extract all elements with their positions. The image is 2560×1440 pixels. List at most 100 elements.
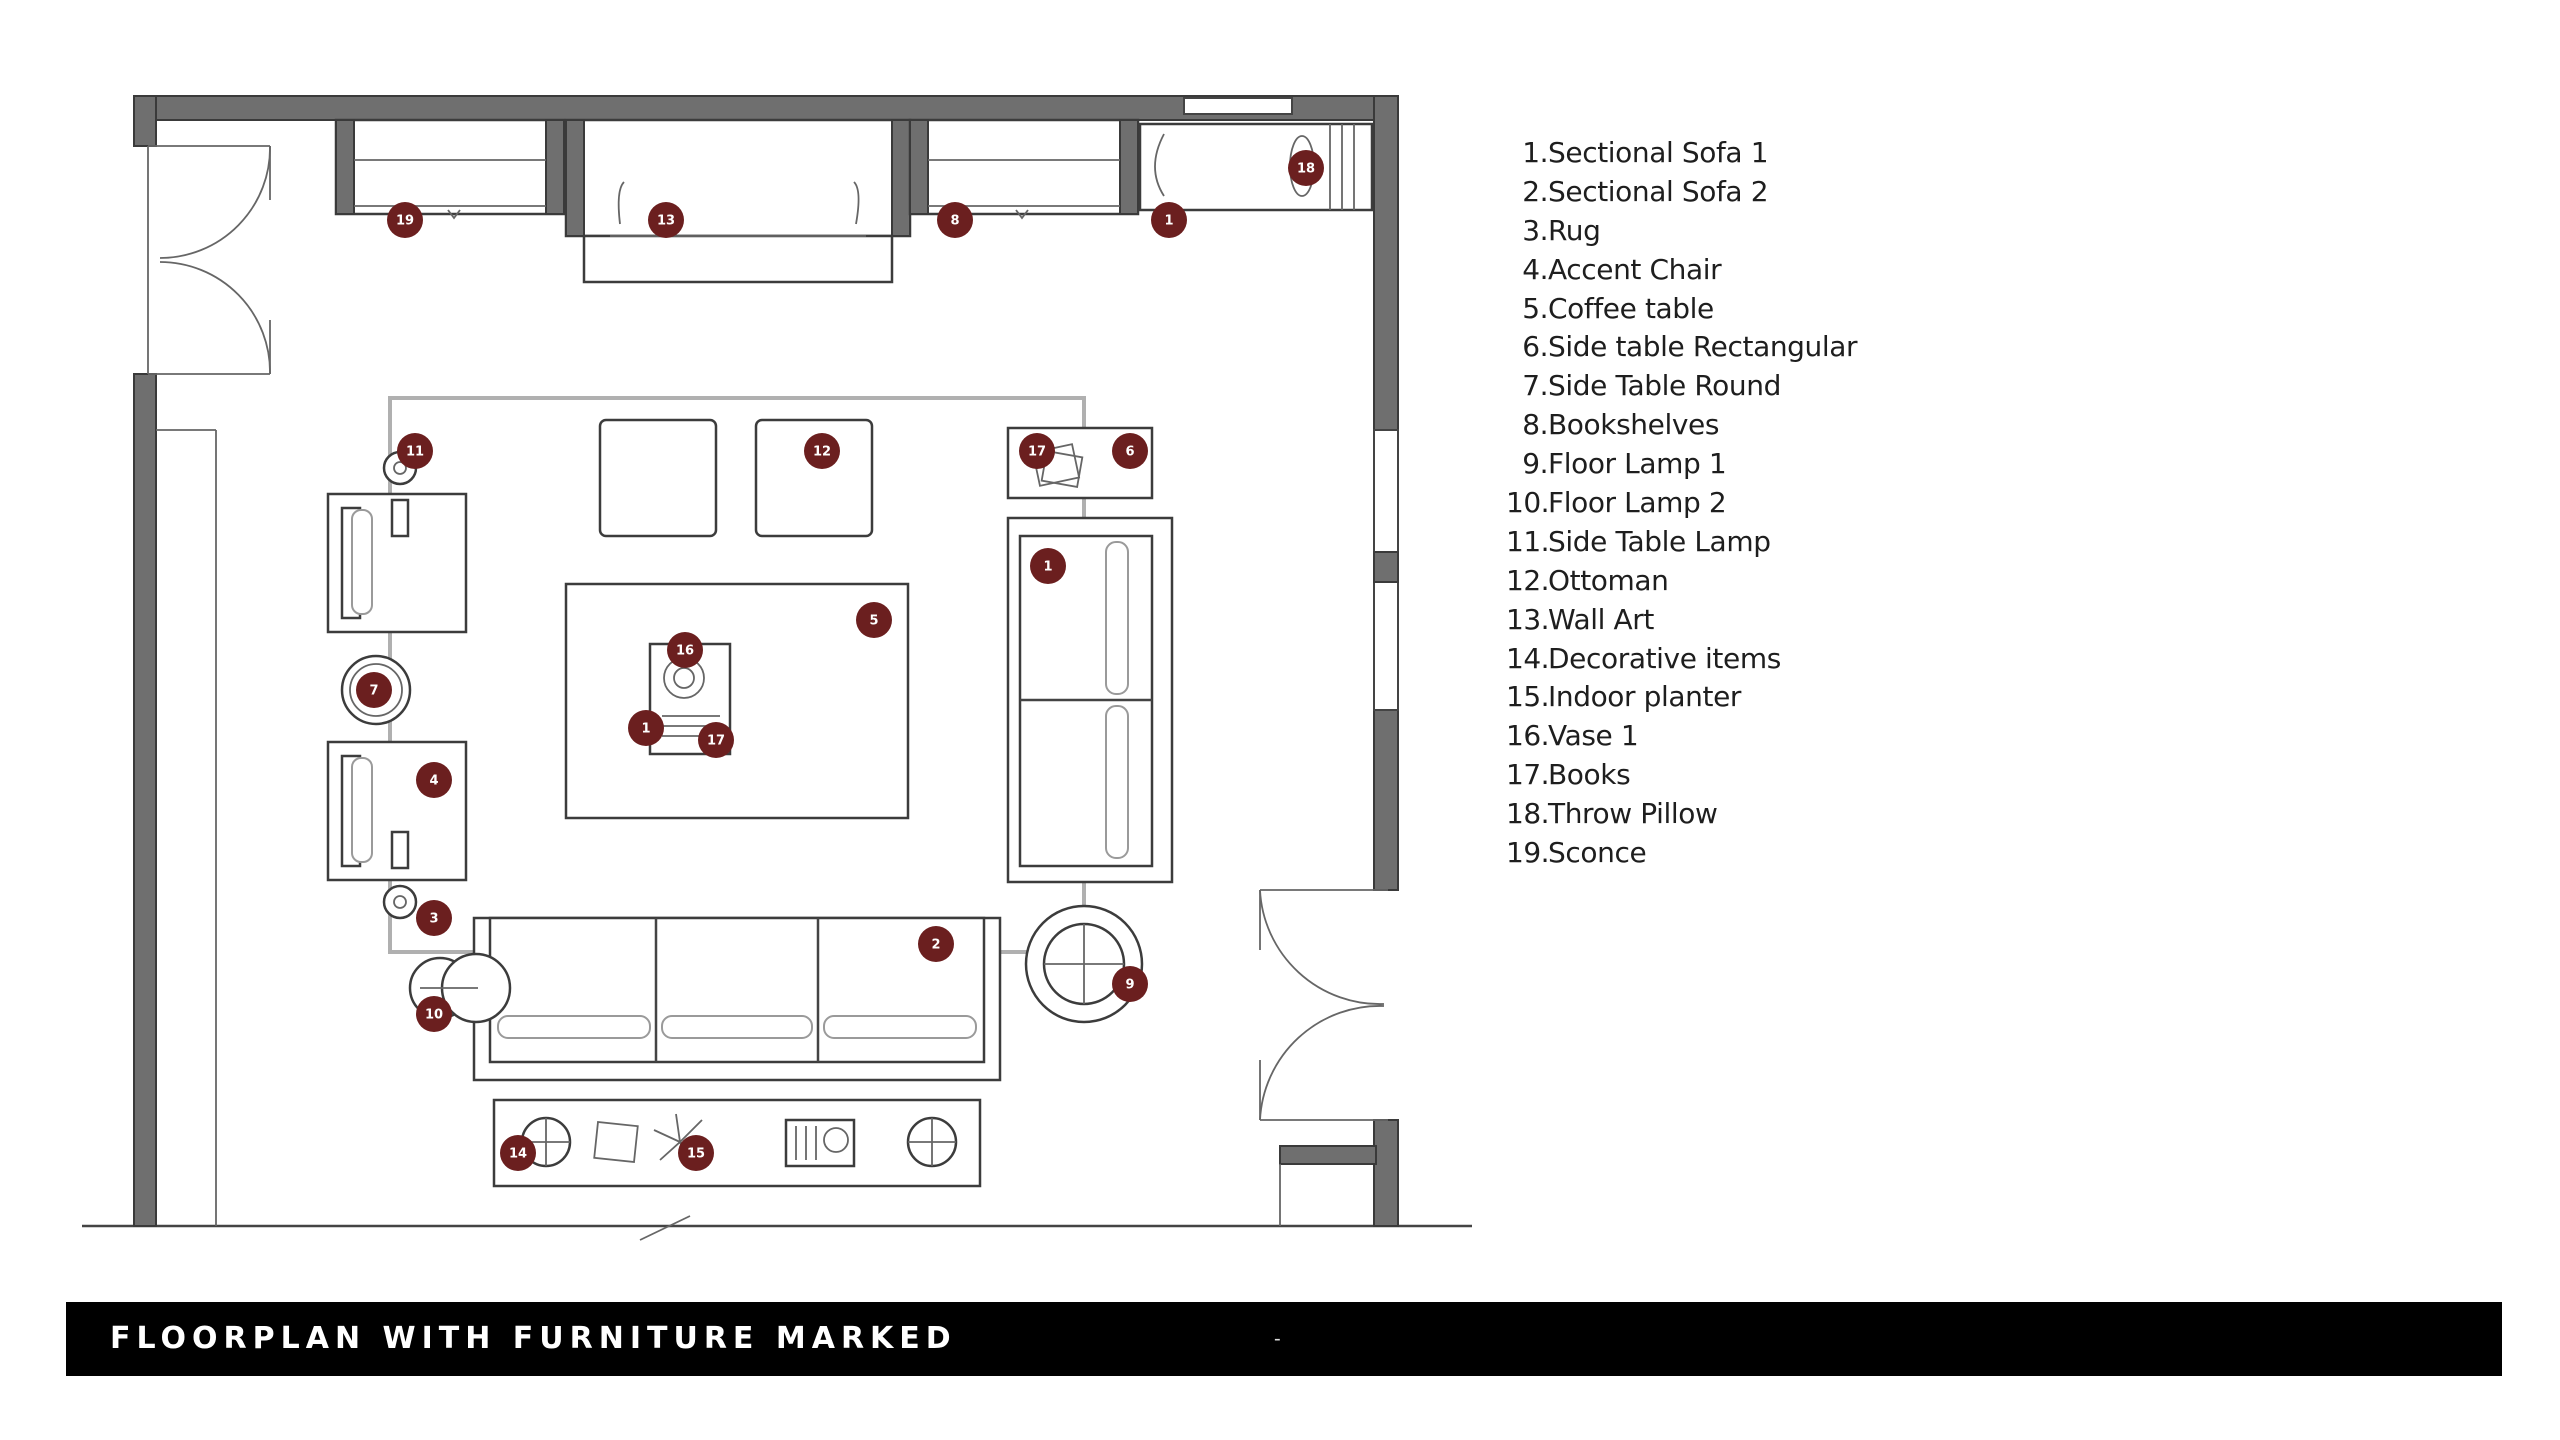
marker-number: 11 [406,445,424,460]
marker-number: 17 [1028,445,1046,460]
marker-badge [1030,548,1066,584]
furniture-marker: 7 [356,672,392,708]
furniture-marker: 5 [856,602,892,638]
legend-label: Wall Art [1548,602,1654,636]
legend-item: 14.Decorative items [1506,640,1857,679]
legend-number: 3. [1522,213,1548,247]
legend-label: Decorative items [1548,641,1781,675]
marker-badge [387,202,423,238]
legend-label: Coffee table [1548,291,1714,325]
marker-badge [416,996,452,1032]
legend-number: 10. [1506,486,1550,520]
legend-item: 6.Side table Rectangular [1506,328,1857,367]
marker-number: 15 [687,1147,705,1162]
legend-item: 10.Floor Lamp 2 [1506,484,1857,523]
legend-item: 12.Ottoman [1506,562,1857,601]
legend-item: 18.Throw Pillow [1506,795,1857,834]
furniture-marker: 9 [1112,966,1148,1002]
window-seat [1138,122,1374,212]
left-wall [133,373,157,1227]
legend-label: Side Table Lamp [1548,524,1771,558]
furniture-marker: 12 [804,433,840,469]
lamp-stand-bottom [390,830,410,870]
legend-number: 16. [1506,719,1550,753]
marker-badge [918,926,954,962]
marker-number: 19 [396,214,414,229]
legend-item: 3.Rug [1506,212,1857,251]
wall-art-niche [564,118,912,284]
marker-badge [1019,433,1055,469]
bookshelves-right [908,118,1140,216]
legend-label: Books [1548,758,1631,792]
right-door [1259,889,1388,1121]
furniture-marker: 8 [937,202,973,238]
right-wall-lower [1373,1119,1399,1227]
legend-number: 7. [1522,369,1548,403]
marker-number: 16 [676,644,694,659]
legend-item: 1.Sectional Sofa 1 [1506,134,1857,173]
marker-badge [1288,150,1324,186]
furniture-marker: 11 [397,433,433,469]
side-table-lamp-bottom [382,884,418,920]
legend-number: 2. [1522,174,1548,208]
right-wall-stub [1279,1145,1377,1165]
legend-label: Floor Lamp 1 [1548,447,1727,481]
legend-number: 9. [1522,447,1548,481]
legend-item: 15.Indoor planter [1506,678,1857,717]
marker-number: 14 [509,1147,527,1162]
indoor-planter-graphic [653,1113,705,1169]
marker-number: 1 [1164,214,1173,229]
marker-badge [856,602,892,638]
legend-item: 19.Sconce [1506,834,1857,873]
bookshelves-left [334,118,566,216]
break-mark [639,1215,691,1241]
sectional-sofa-2 [472,916,1002,1082]
furniture-marker: 1 [1151,202,1187,238]
legend-number: 15. [1506,680,1550,714]
legend-number: 4. [1522,252,1548,286]
legend-number: 6. [1522,330,1548,364]
legend-label: Sectional Sofa 1 [1548,136,1769,169]
furniture-marker: 14 [500,1135,536,1171]
legend-number: 1. [1522,136,1548,169]
furniture-marker: 17 [1019,433,1055,469]
legend-number: 18. [1506,797,1550,831]
ottoman-left [598,418,718,538]
marker-badge [397,433,433,469]
marker-number: 10 [425,1008,443,1023]
footer-bar: FLOORPLAN WITH FURNITURE MARKED - [66,1302,2502,1376]
legend-item: 17.Books [1506,756,1857,795]
left-door [147,145,271,375]
footer-separator: - [1274,1328,1281,1350]
marker-badge [698,722,734,758]
footer-title: FLOORPLAN WITH FURNITURE MARKED [110,1321,957,1356]
lamp-stand-top [390,498,410,538]
marker-number: 6 [1125,445,1134,460]
legend-label: Bookshelves [1548,408,1720,442]
furniture-marker: 3 [416,900,452,936]
marker-badge [500,1135,536,1171]
marker-badge [1112,433,1148,469]
ottoman-right [754,418,874,538]
legend-label: Side Table Round [1548,369,1781,403]
furniture-marker: 15 [678,1135,714,1171]
floor-lamp-1 [1024,904,1144,1024]
furniture-marker: 19 [387,202,423,238]
furniture-marker: 4 [416,762,452,798]
marker-number: 18 [1297,162,1315,177]
legend-label: Indoor planter [1548,680,1742,714]
sconce-ticks [447,209,1029,220]
marker-number: 1 [1043,560,1052,575]
legend-label: Accent Chair [1548,252,1722,286]
marker-badge [1112,966,1148,1002]
legend-number: 12. [1506,563,1550,597]
marker-badge [628,710,664,746]
legend-item: 4.Accent Chair [1506,251,1857,290]
marker-badge [937,202,973,238]
marker-number: 17 [707,734,725,749]
legend-label: Rug [1548,213,1601,247]
legend-label: Sconce [1548,836,1647,870]
